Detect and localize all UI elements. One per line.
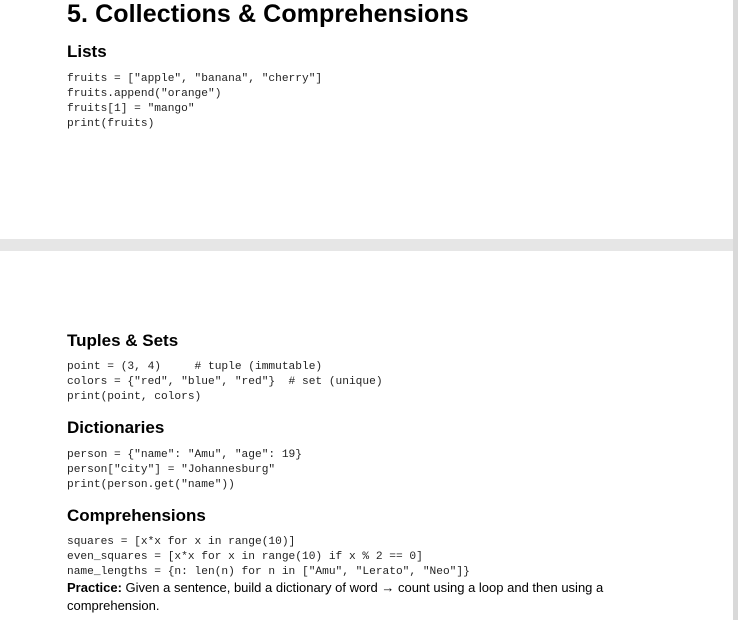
tuples-sets-code-block: point = (3, 4) # tuple (immutable) color…: [67, 361, 383, 403]
viewer-scroll-gutter: [733, 0, 738, 620]
practice-paragraph: Practice: Given a sentence, build a dict…: [67, 579, 627, 615]
lists-code-block: fruits = ["apple", "banana", "cherry"] f…: [67, 73, 323, 130]
dictionaries-heading: Dictionaries: [67, 418, 165, 437]
document-page-2: Tuples & Sets point = (3, 4) # tuple (im…: [0, 251, 733, 620]
document-page-1: 5. Collections & Comprehensions Lists fr…: [0, 0, 733, 239]
section-title: 5. Collections & Comprehensions: [67, 0, 469, 28]
dictionaries-code-block: person = {"name": "Amu", "age": 19} pers…: [67, 449, 302, 491]
comprehensions-code-block: squares = [x*x for x in range(10)] even_…: [67, 536, 470, 578]
lists-heading: Lists: [67, 42, 107, 61]
comprehensions-heading: Comprehensions: [67, 506, 206, 525]
tuples-sets-heading: Tuples & Sets: [67, 331, 179, 350]
practice-text: Given a sentence, build a dictionary of …: [67, 580, 604, 613]
practice-label: Practice:: [67, 580, 122, 595]
